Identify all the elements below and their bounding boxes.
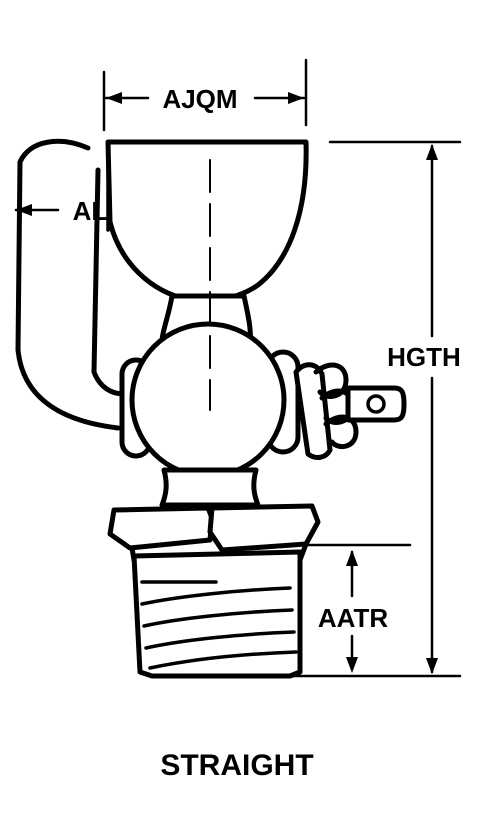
hgth-label: HGTH: [387, 342, 461, 372]
spring-assembly: [293, 362, 407, 460]
threaded-shank: [131, 549, 303, 679]
aatr-dimension: AATR: [306, 543, 412, 673]
hgth-dimension: HGTH: [288, 140, 462, 678]
lower-neck: [159, 467, 261, 508]
view-caption: STRAIGHT: [160, 749, 313, 782]
ball-valve: [129, 321, 287, 479]
ajqm-dimension: AJQM: [102, 58, 308, 132]
cup-body: [105, 139, 309, 304]
aatr-label: AATR: [318, 603, 389, 633]
ajqm-label: AJQM: [162, 84, 237, 114]
